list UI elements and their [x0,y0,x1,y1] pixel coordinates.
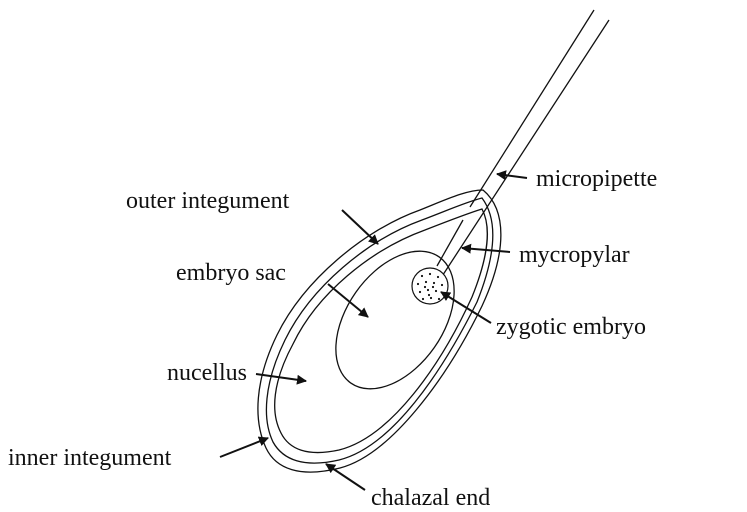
outer-integument-label: outer integument [126,188,290,214]
nucellus-label: nucellus [167,360,247,386]
zygotic-embryo-label: zygotic embryo [496,314,646,340]
chalazal-end-arrow [326,464,365,490]
nucellus-arrow [256,374,306,381]
micropipette-arrow [497,174,527,178]
chalazal-end-label: chalazal end [371,485,490,511]
outer-integument-shape [258,190,501,472]
embryo-sac-shape [312,229,479,410]
mycropylar-label: mycropylar [519,242,630,268]
inner-integument-arrow [220,438,268,457]
nucellus-shape [275,209,488,453]
embryo-sac-label: embryo sac [176,260,286,286]
zygotic-embryo-arrow [441,292,491,323]
inner-integument-label: inner integument [8,445,172,471]
micropipette-label: micropipette [536,166,657,192]
embryo-sac-arrow [328,284,368,317]
zygotic-embryo-shape [412,268,448,304]
outer-integument-arrow [342,210,378,244]
